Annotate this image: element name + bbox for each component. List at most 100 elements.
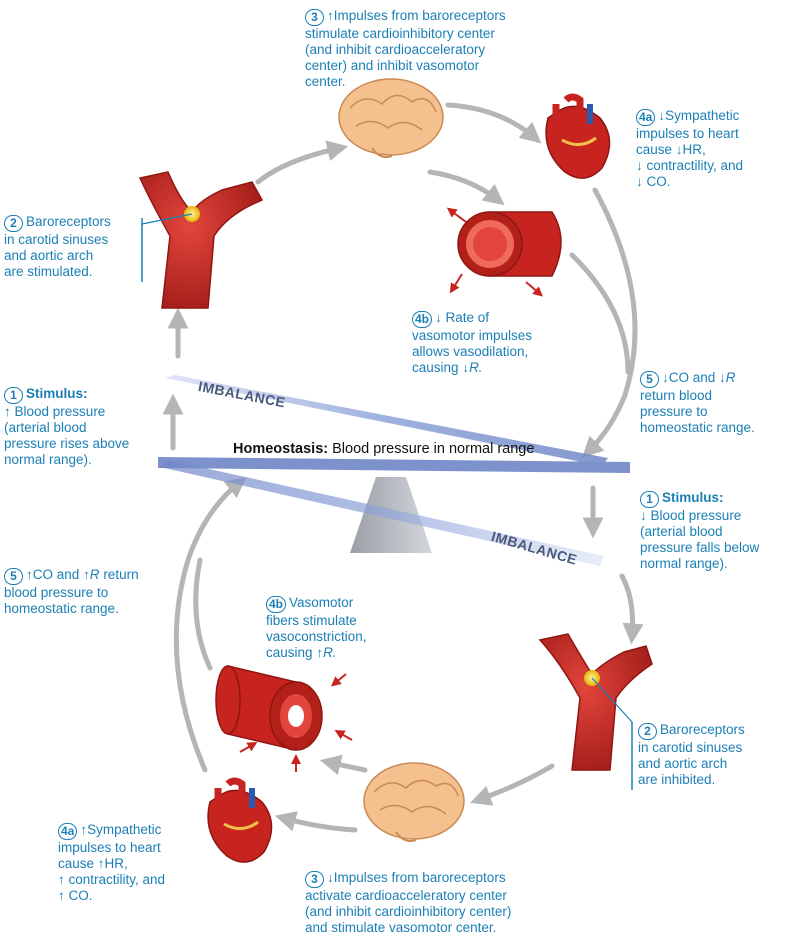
down-arrow-icon: ↓: [719, 370, 726, 385]
arrow-brain-to-heart-bottom: [274, 811, 358, 833]
down-arrow-icon: ↓: [675, 142, 683, 157]
text: Stimulus:: [26, 386, 88, 401]
text: activate cardioacceleratory center: [305, 888, 507, 903]
text: cause: [58, 856, 95, 871]
up-arrow-icon: ↑: [4, 404, 11, 419]
arrow-vessel-to-homeostasis: [569, 252, 631, 375]
text: (arterial blood: [640, 524, 723, 539]
text: CO and: [668, 370, 716, 385]
bottom-step4a-label: 4a↑Sympathetic impulses to heart cause ↑…: [58, 822, 165, 904]
dilation-arrow-r: [525, 281, 544, 297]
text: R.: [323, 645, 337, 660]
text: CO and: [32, 567, 80, 582]
carotid-vessel-bottom: [538, 633, 653, 790]
step-number-badge: 3: [305, 871, 324, 888]
up-arrow-icon: ↑: [80, 822, 88, 837]
text: contractility, and: [646, 158, 744, 173]
down-arrow-icon: ↓: [662, 370, 669, 385]
text: blood pressure to: [4, 585, 109, 600]
text: Baroreceptors: [26, 214, 111, 229]
text: pressure to: [640, 404, 708, 419]
text: in carotid sinuses: [638, 740, 743, 755]
bottom-step3-label: 3↓Impulses from baroreceptors activate c…: [305, 870, 511, 936]
step-number-badge: 2: [4, 215, 23, 232]
up-arrow-icon: ↑: [97, 856, 105, 871]
constriction-arrow-r: [334, 730, 353, 741]
text: Blood pressure: [650, 508, 742, 523]
text: pressure falls below: [640, 540, 760, 555]
text: in carotid sinuses: [4, 232, 109, 247]
dilation-arrow-ll: [449, 273, 463, 294]
text: Impulses from baroreceptors: [333, 8, 506, 23]
text: center) and inhibit vasomotor: [305, 58, 480, 73]
carotid-vessel-top: [138, 171, 264, 309]
text: Stimulus:: [662, 490, 724, 505]
top-step3-label: 3↑Impulses from baroreceptors stimulate …: [305, 8, 506, 90]
arrow-brain-to-heart-top: [445, 102, 542, 144]
arrow-brain-to-vessel-top: [427, 169, 505, 206]
text: allows vasodilation,: [412, 344, 529, 359]
homeostasis-label-text: Blood pressure in normal range: [332, 441, 535, 457]
beam-tilted-bottom: [160, 460, 604, 566]
text: impulses to heart: [58, 840, 161, 855]
arrow-vessel-to-brain-bottom: [470, 763, 555, 806]
arrow-to-bottom-vessel: [619, 573, 644, 645]
top-step5-label: 5↓CO and ↓R return blood pressure to hom…: [640, 370, 755, 436]
down-arrow-icon: ↓: [435, 310, 442, 325]
text: Vasomotor: [289, 595, 354, 610]
step-number-badge: 4b: [412, 311, 433, 328]
text: Rate of: [445, 310, 490, 325]
text: Sympathetic: [665, 108, 740, 123]
text: and aortic arch: [638, 756, 728, 771]
text: (and inhibit cardioacceleratory: [305, 42, 486, 57]
text: CO.: [646, 174, 671, 189]
top-step4b-label: 4b↓ Rate of vasomotor impulses allows va…: [412, 310, 532, 376]
homeostasis-label-bold: Homeostasis:: [233, 441, 329, 457]
up-arrow-icon: ↑: [83, 567, 90, 582]
text: normal range).: [4, 452, 92, 467]
text: contractility, and: [68, 872, 166, 887]
arrow-vessel-to-homeostasis-bottom: [193, 557, 213, 671]
text: stimulate cardioinhibitory center: [305, 26, 495, 41]
text: (and inhibit cardioinhibitory center): [305, 904, 512, 919]
constriction-arrow-ur: [330, 673, 347, 687]
step-number-badge: 3: [305, 9, 324, 26]
text: HR,: [104, 856, 128, 871]
vessel-dilated: [446, 207, 562, 297]
seesaw: [158, 375, 630, 566]
text: R.: [469, 360, 483, 375]
text: Baroreceptors: [660, 722, 745, 737]
homeostasis-label: Homeostasis: Blood pressure in normal ra…: [233, 441, 534, 457]
step-number-badge: 5: [4, 568, 23, 585]
text: HR,: [682, 142, 706, 157]
step-number-badge: 1: [4, 387, 23, 404]
up-arrow-icon: ↑: [58, 888, 65, 903]
text: R: [725, 370, 736, 385]
text: causing: [412, 360, 459, 375]
up-arrow-icon: ↑: [327, 8, 334, 23]
text: (arterial blood: [4, 420, 87, 435]
text: vasomotor impulses: [412, 328, 533, 343]
text: Sympathetic: [87, 822, 162, 837]
vessel-constricted: [215, 665, 353, 772]
text: are inhibited.: [638, 772, 716, 787]
heart-bottom: [207, 777, 273, 863]
text: Blood pressure: [14, 404, 106, 419]
text: are stimulated.: [4, 264, 93, 279]
step-number-badge: 4a: [636, 109, 656, 126]
text: R: [89, 567, 100, 582]
up-arrow-icon: ↑: [26, 567, 33, 582]
down-arrow-icon: ↓: [636, 174, 643, 189]
down-arrow-icon: ↓: [462, 360, 470, 375]
arrow-brain-to-vessel-bottom: [319, 754, 368, 776]
up-arrow-icon: ↑: [316, 645, 324, 660]
text: center.: [305, 74, 346, 89]
text: Impulses from baroreceptors: [333, 870, 506, 885]
up-arrow-icon: ↑: [58, 872, 65, 887]
cycle-arrows: [162, 102, 644, 833]
text: homeostatic range.: [4, 601, 119, 616]
